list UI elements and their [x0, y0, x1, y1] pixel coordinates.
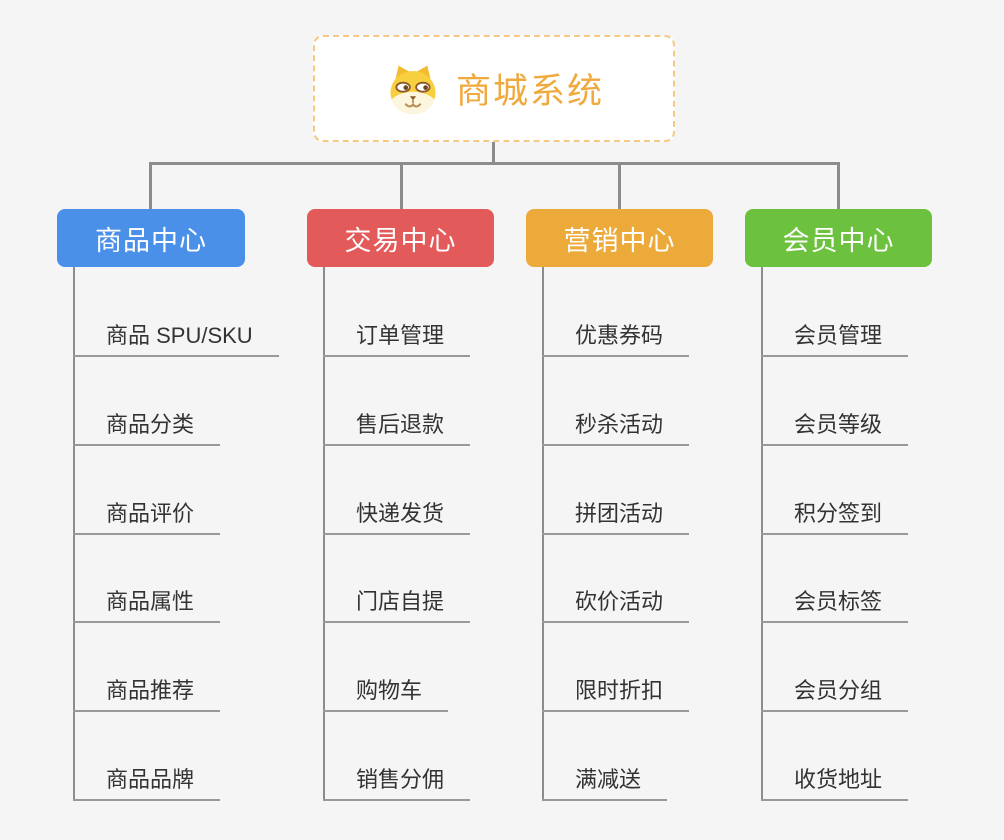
leaf-topic[interactable]: 优惠券码	[542, 319, 690, 357]
branch-node-product-center[interactable]: 商品中心	[57, 209, 245, 267]
branch-trade-center: 交易中心 订单管理 售后退款 快递发货 门店自提 购物车 销售分佣	[307, 209, 557, 809]
leaf-topic[interactable]: 门店自提	[323, 585, 471, 623]
leaf-topic[interactable]: 积分签到	[761, 497, 909, 535]
leaf-topic[interactable]: 快递发货	[323, 497, 471, 535]
connector-root-vertical	[492, 142, 495, 163]
leaf-topic[interactable]: 商品属性	[73, 585, 221, 623]
branch-marketing-center: 营销中心 优惠券码 秒杀活动 拼团活动 砍价活动 限时折扣 满减送	[526, 209, 776, 809]
leaf-topic[interactable]: 拼团活动	[542, 497, 690, 535]
leaf-topic[interactable]: 收货地址	[761, 763, 909, 801]
leaf-topic[interactable]: 售后退款	[323, 408, 471, 446]
connector-horizontal-rail	[149, 162, 840, 165]
branch-node-marketing-center[interactable]: 营销中心	[526, 209, 713, 267]
leaf-topic[interactable]: 购物车	[323, 674, 449, 712]
leaf-topic[interactable]: 商品 SPU/SKU	[73, 319, 279, 357]
root-title: 商城系统	[455, 72, 604, 111]
leaf-topic[interactable]: 会员标签	[761, 585, 909, 623]
leaf-topic[interactable]: 商品分类	[73, 408, 221, 446]
leaf-topic[interactable]: 商品品牌	[73, 763, 221, 801]
leaf-topic[interactable]: 销售分佣	[323, 763, 471, 801]
leaf-topic[interactable]: 商品推荐	[73, 674, 221, 712]
branch-node-trade-center[interactable]: 交易中心	[307, 209, 494, 267]
branch-member-center: 会员中心 会员管理 会员等级 积分签到 会员标签 会员分组 收货地址	[745, 209, 995, 809]
leaf-topic[interactable]: 砍价活动	[542, 585, 690, 623]
root-node[interactable]: 商城系统	[313, 35, 675, 142]
leaf-topic[interactable]: 会员分组	[761, 674, 909, 712]
leaf-topic[interactable]: 满减送	[542, 763, 668, 801]
connector-drop-branch-2	[400, 162, 403, 210]
connector-drop-branch-3	[618, 162, 621, 210]
dog-face-icon	[384, 62, 442, 116]
leaf-topic[interactable]: 限时折扣	[542, 674, 690, 712]
leaf-topic[interactable]: 商品评价	[73, 497, 221, 535]
branch-node-member-center[interactable]: 会员中心	[745, 209, 932, 267]
branch-product-center: 商品中心 商品 SPU/SKU 商品分类 商品评价 商品属性 商品推荐 商品品牌	[57, 209, 307, 809]
connector-drop-branch-1	[149, 162, 152, 210]
leaf-topic[interactable]: 会员管理	[761, 319, 909, 357]
connector-drop-branch-4	[837, 162, 840, 210]
leaf-topic[interactable]: 订单管理	[323, 319, 471, 357]
leaf-topic[interactable]: 会员等级	[761, 408, 909, 446]
leaf-topic[interactable]: 秒杀活动	[542, 408, 690, 446]
